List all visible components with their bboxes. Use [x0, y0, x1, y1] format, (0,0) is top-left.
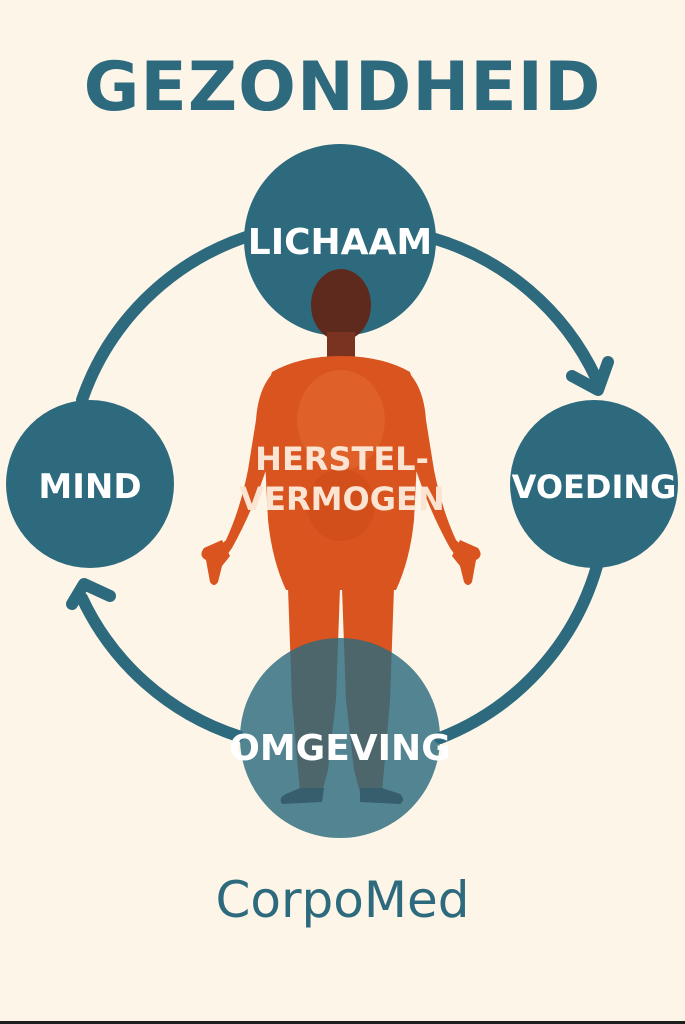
- figure-arm-right: [404, 374, 473, 566]
- arc-top-right: [426, 232, 602, 384]
- node-label-left: MIND: [38, 467, 141, 507]
- bottom-edge: [0, 1021, 685, 1024]
- figure-organ-lungs: [297, 370, 385, 470]
- figure-hand-right: [452, 540, 481, 585]
- node-circle-right: [510, 400, 678, 568]
- brand-name: CorpoMed: [215, 871, 470, 929]
- center-label-line2: VERMOGEN: [239, 480, 444, 518]
- cycle-arrows: [66, 356, 614, 610]
- page-title: GEZONDHEID: [83, 48, 602, 127]
- node-label-bottom: OMGEVING: [229, 728, 451, 769]
- figure-hand-left: [201, 540, 230, 585]
- arrow-head-right: [566, 356, 614, 396]
- figure-organ-gut: [307, 469, 375, 541]
- arc-left-top: [76, 231, 252, 406]
- node-circle-left: [6, 400, 174, 568]
- cycle-ring: [76, 231, 603, 744]
- node-label-right: VOEDING: [512, 468, 677, 506]
- figure-head: [311, 269, 371, 341]
- arc-bottom-left: [76, 592, 244, 742]
- node-circle-bottom: [240, 638, 440, 838]
- node-circle-top: [244, 144, 436, 336]
- arrow-head-left: [66, 578, 116, 610]
- figure-arm-left: [209, 374, 278, 566]
- arc-right-bottom: [434, 560, 603, 744]
- node-label-top: LICHAAM: [248, 222, 432, 263]
- center-label-line1: HERSTEL-: [255, 440, 429, 478]
